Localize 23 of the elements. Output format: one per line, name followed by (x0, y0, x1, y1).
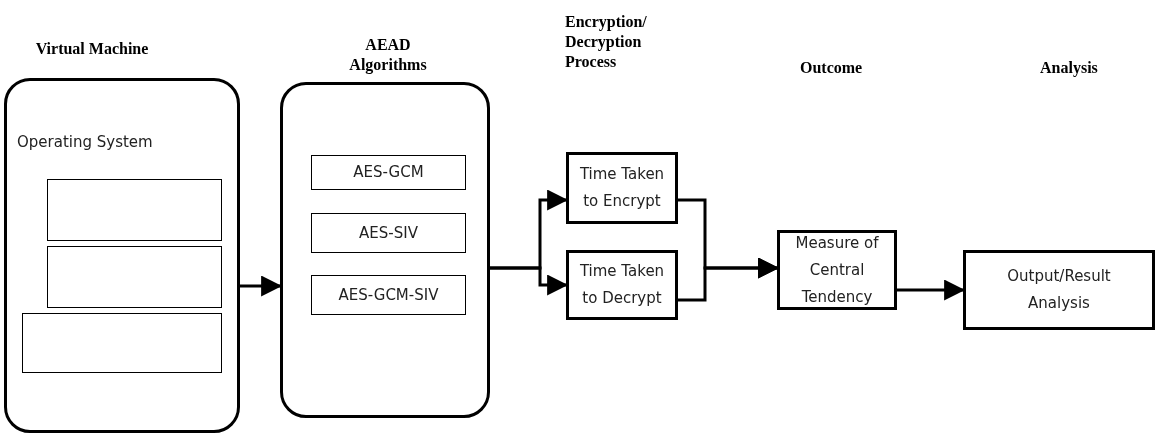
box-label: Output/Result Analysis (1006, 266, 1112, 314)
group-heading: AEAD Algorithms (348, 35, 428, 75)
empty-box (22, 313, 222, 373)
box-label: Time Taken to Decrypt (579, 261, 665, 309)
column-heading: Analysis (1040, 58, 1099, 78)
process-box (566, 152, 678, 224)
column-heading: Outcome (800, 58, 864, 78)
box-label: Time Taken to Encrypt (579, 164, 665, 212)
process-box (777, 230, 897, 310)
box-label: Measure of Central Tendency (794, 232, 880, 308)
box-label: AES-SIV (359, 222, 418, 244)
process-box (311, 275, 466, 315)
process-box (963, 250, 1155, 330)
column-heading: Encryption/ Decryption Process (565, 12, 648, 72)
process-box (311, 155, 466, 190)
group-label: Operating System (17, 132, 153, 153)
box-label: AES-GCM-SIV (338, 284, 439, 306)
empty-box (47, 179, 222, 241)
process-box (566, 250, 678, 320)
process-box (311, 213, 466, 253)
box-label: AES-GCM (353, 162, 424, 183)
empty-box (47, 246, 222, 308)
group-heading: Virtual Machine (34, 39, 150, 59)
